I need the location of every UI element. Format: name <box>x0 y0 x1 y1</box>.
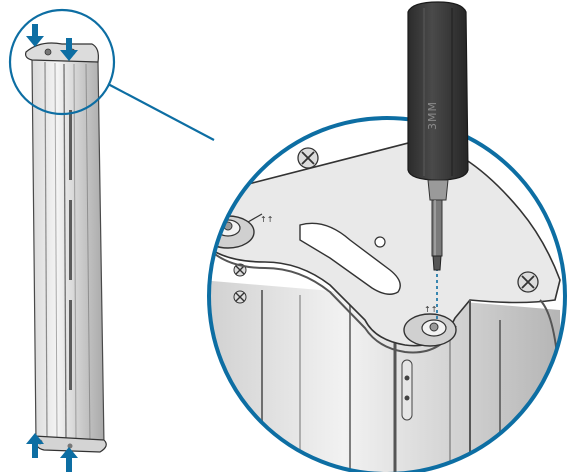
zoom-circle <box>207 116 567 472</box>
arrow-up-icon <box>60 447 78 472</box>
svg-text:↑↑: ↑↑ <box>260 215 273 224</box>
svg-text:↑↑: ↑↑ <box>424 305 437 314</box>
arrow-up-icon <box>26 433 44 458</box>
arrow-down-icon <box>26 24 44 47</box>
callout-connector <box>107 83 215 141</box>
antenna-rail <box>31 57 105 446</box>
phillips-screw-icon <box>517 271 539 293</box>
antenna-assembly <box>8 8 215 472</box>
tool-size-label: 3MM <box>426 101 439 130</box>
magnifier-circle-icon <box>8 8 116 116</box>
top-bracket <box>25 42 99 63</box>
hex-screwdriver-icon: 3MM <box>407 1 469 271</box>
arrow-down-icon <box>60 38 78 61</box>
phillips-screw-icon <box>297 147 319 169</box>
zoom-detail: ↑↑ ↑↑ <box>209 118 565 472</box>
